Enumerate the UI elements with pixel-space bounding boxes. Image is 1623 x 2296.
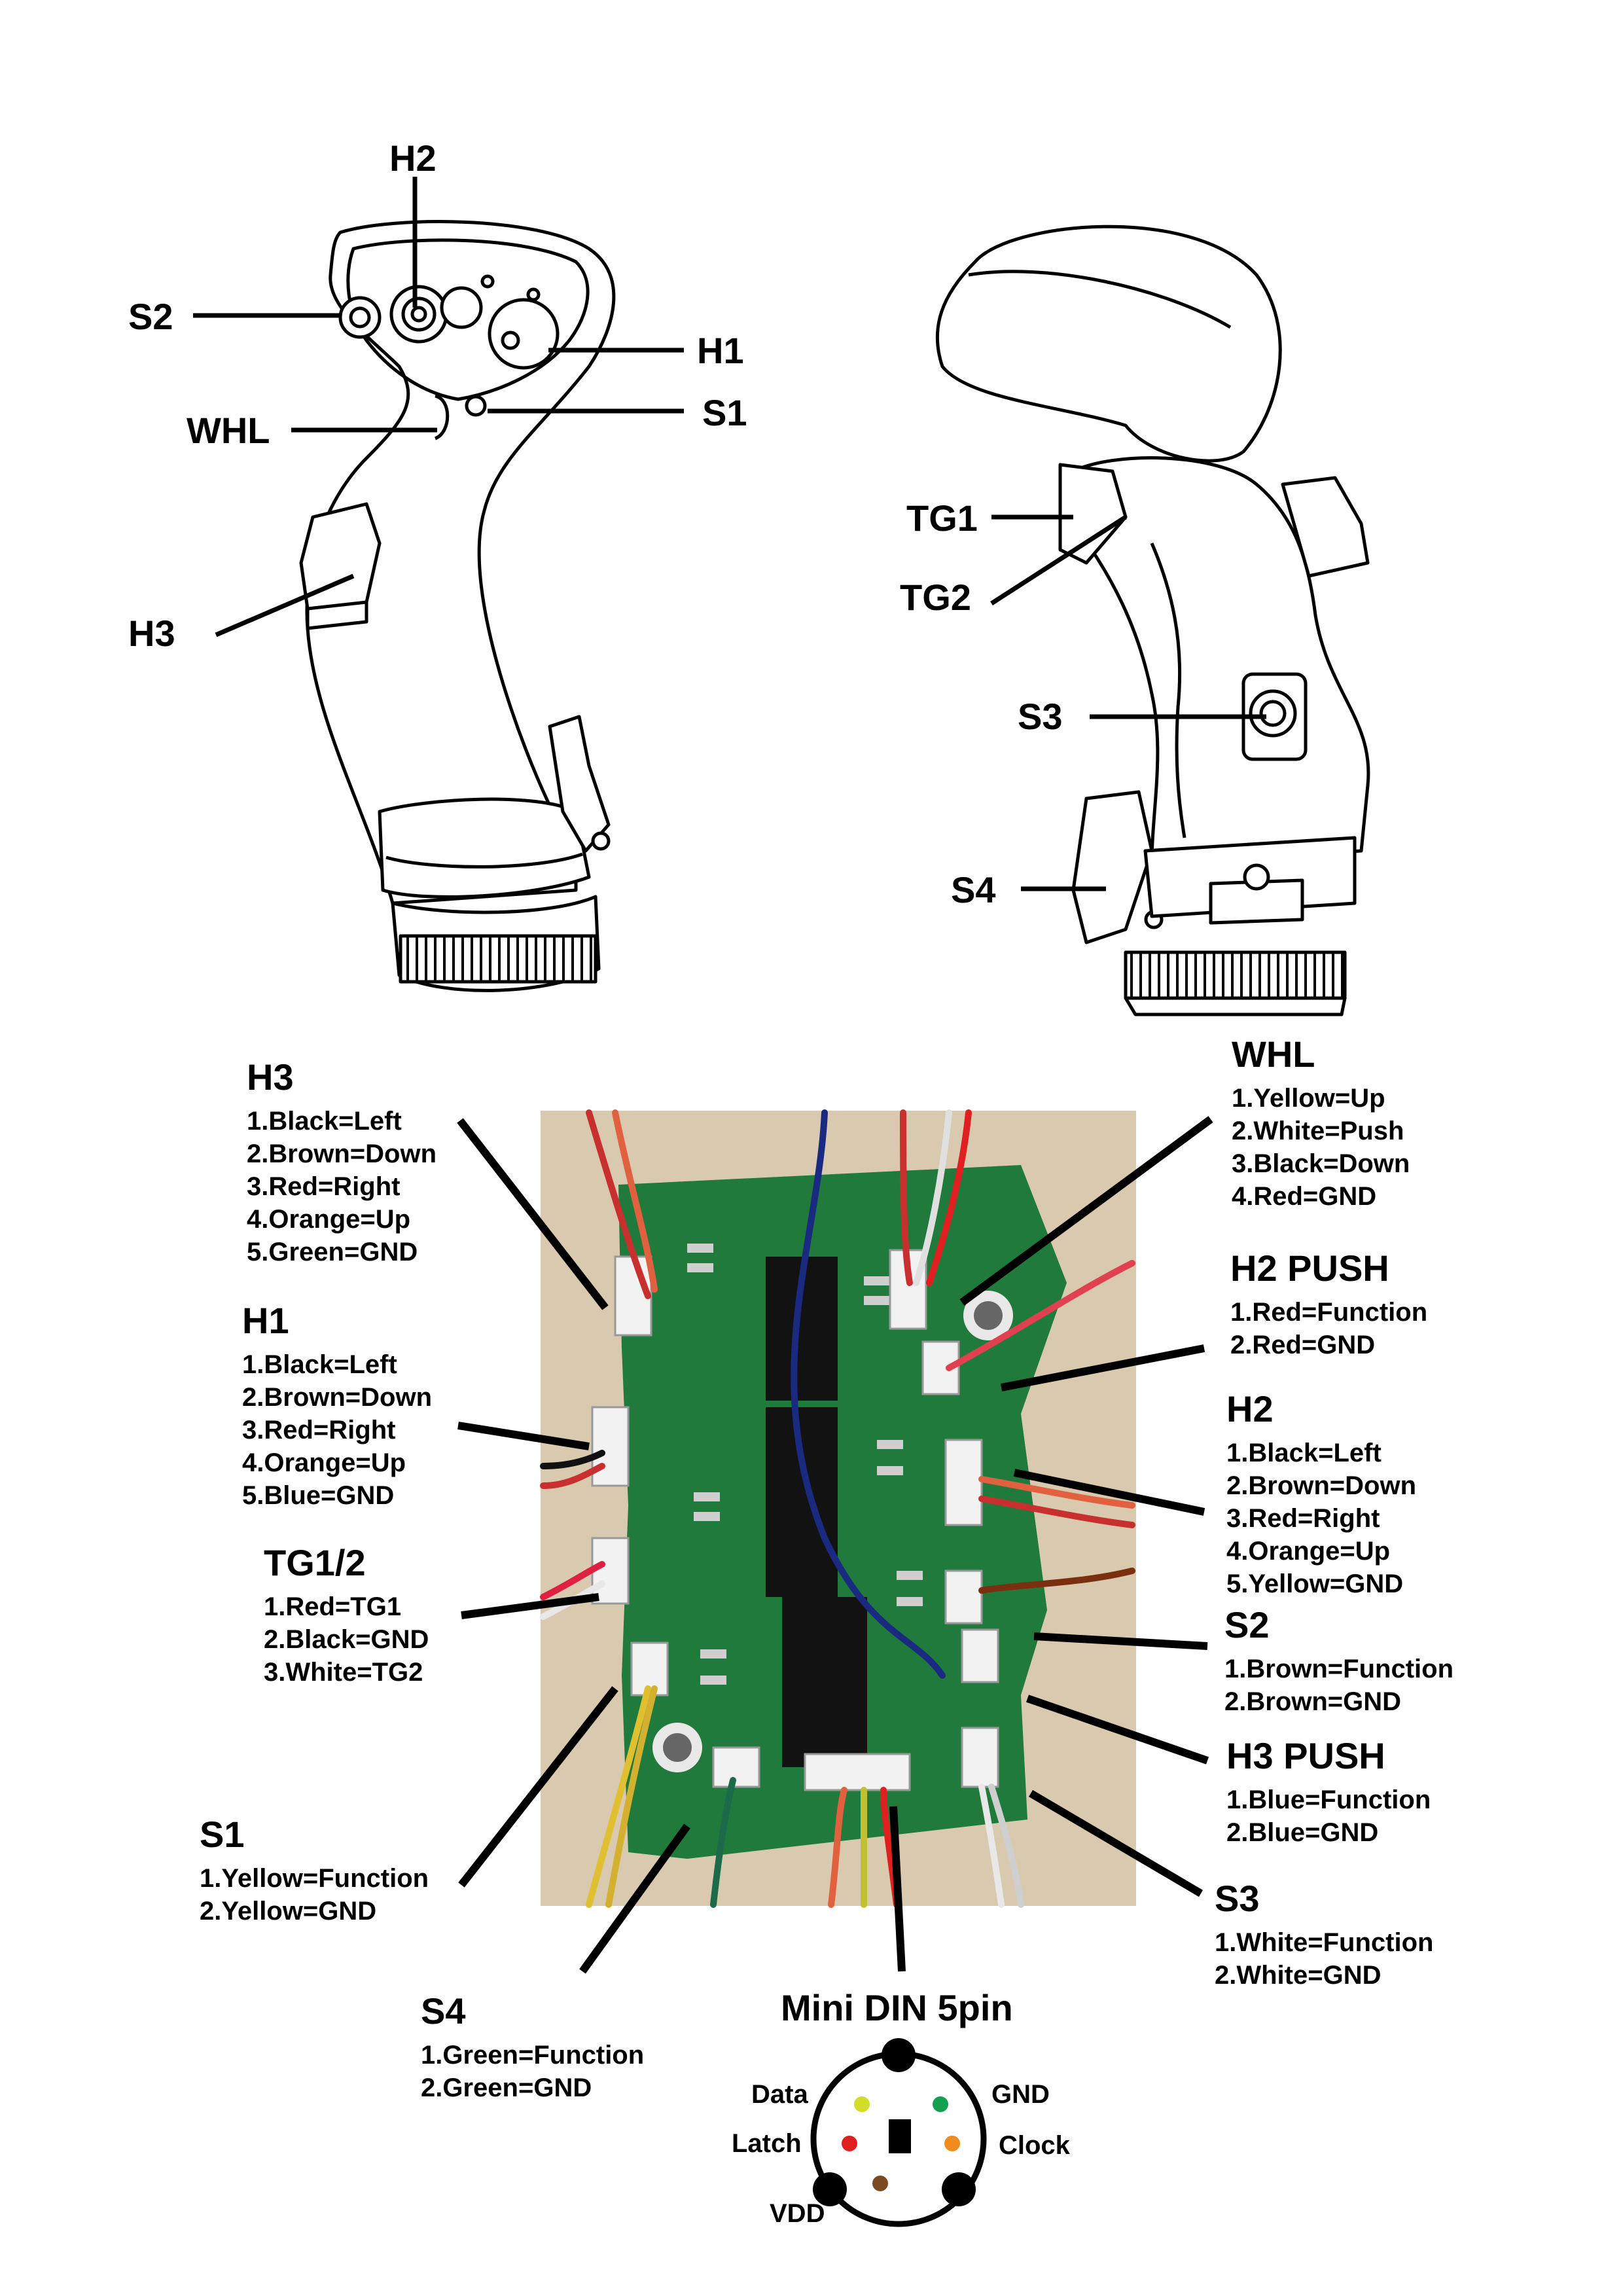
wiring-item: 1.Blue=Function [1226,1785,1431,1814]
pin-data-dot [854,2096,870,2112]
callout-h3: H3 [128,613,175,654]
wiring-item: 2.White=Push [1232,1117,1404,1145]
wiring-item: 2.Brown=Down [247,1139,437,1168]
callout-lines-front [193,177,684,637]
wiring-item: 1.White=Function [1215,1928,1434,1957]
pin-label-gnd: GND [991,2080,1050,2109]
callout-h2: H2 [389,137,437,179]
wiring-item: 1.Yellow=Up [1232,1084,1385,1113]
din-notch-left [813,2172,847,2206]
wiring-group-tg: TG1/2 1.Red=TG1 2.Black=GND 3.White=TG2 [264,1545,429,1689]
wiring-group-title: TG1/2 [264,1542,366,1583]
wiring-group-title: S4 [421,1990,466,2032]
wiring-group-s4: S4 1.Green=Function 2.Green=GND [421,1993,644,2104]
wiring-item: 2.Brown=GND [1224,1687,1402,1716]
wiring-group-h2: H2 1.Black=Left 2.Brown=Down 3.Red=Right… [1226,1391,1416,1600]
wiring-item: 1.Brown=Function [1224,1655,1454,1683]
wiring-group-h2-push: H2 PUSH 1.Red=Function 2.Red=GND [1230,1250,1427,1361]
joystick-front-drawing [299,220,616,992]
wiring-group-title: H3 PUSH [1226,1735,1385,1776]
pcb-photo [540,1109,1136,1908]
wiring-group-title: H2 PUSH [1230,1247,1389,1289]
callout-s4: S4 [951,869,996,910]
wiring-item: 2.Yellow=GND [200,1897,377,1926]
joystick-side-drawing [935,224,1370,1016]
wiring-group-title: S3 [1215,1878,1260,1919]
wiring-item: 4.Orange=Up [247,1205,411,1234]
wiring-item: 2.Blue=GND [1226,1818,1379,1847]
wiring-item: 2.Brown=Down [1226,1471,1417,1500]
wiring-group-h3-push: H3 PUSH 1.Blue=Function 2.Blue=GND [1226,1738,1431,1849]
wiring-item: 3.Red=Right [1226,1504,1380,1533]
wiring-item: 1.Red=TG1 [264,1592,402,1621]
mini-din-title: Mini DIN 5pin [781,1987,1013,2028]
wiring-item: 3.Red=Right [247,1172,401,1201]
callout-s3: S3 [1018,696,1063,737]
wiring-item: 3.Black=Down [1232,1149,1410,1178]
callout-tg1: TG1 [906,497,978,539]
wiring-group-title: S1 [200,1814,245,1855]
wiring-group-s3: S3 1.White=Function 2.White=GND [1215,1880,1433,1992]
pin-gnd-dot [933,2096,948,2112]
wiring-group-title: S2 [1224,1604,1270,1645]
callout-h1: H1 [697,330,744,371]
wiring-item: 2.White=GND [1215,1961,1382,1990]
wiring-item: 5.Green=GND [247,1238,418,1266]
pin-label-data: Data [751,2080,808,2109]
wiring-group-title: WHL [1232,1033,1315,1075]
wiring-group-title: H3 [247,1056,294,1098]
callout-s1: S1 [702,392,747,433]
wiring-group-h1: H1 1.Black=Left 2.Brown=Down 3.Red=Right… [242,1302,432,1512]
wiring-item: 2.Red=GND [1230,1331,1376,1359]
pin-latch-dot [842,2136,857,2151]
din-notch-top [882,2038,916,2072]
wiring-item: 4.Orange=Up [242,1448,406,1477]
wiring-group-s1: S1 1.Yellow=Function 2.Yellow=GND [200,1816,429,1928]
wiring-item: 4.Red=GND [1232,1182,1377,1211]
wiring-group-title: H2 [1226,1388,1274,1429]
wiring-item: 5.Blue=GND [242,1481,395,1510]
wiring-item: 2.Black=GND [264,1625,429,1654]
wiring-item: 3.White=TG2 [264,1658,423,1687]
callout-tg2: TG2 [900,577,971,618]
pin-label-vdd: VDD [770,2199,825,2228]
wiring-item: 2.Green=GND [421,2073,592,2102]
wiring-item: 1.Black=Left [247,1107,402,1136]
callout-s2: S2 [128,296,173,337]
wiring-item: 5.Yellow=GND [1226,1570,1404,1598]
pin-label-clock: Clock [999,2131,1070,2160]
wiring-item: 1.Black=Left [242,1350,397,1379]
callout-whl: WHL [187,410,270,451]
wiring-group-s2: S2 1.Brown=Function 2.Brown=GND [1224,1607,1454,1718]
wiring-group-whl: WHL 1.Yellow=Up 2.White=Push 3.Black=Dow… [1232,1036,1410,1213]
wiring-item: 4.Orange=Up [1226,1537,1391,1566]
wiring-item: 1.Red=Function [1230,1298,1428,1327]
wiring-leader-lines [457,1116,1213,1974]
wiring-item: 1.Yellow=Function [200,1864,429,1893]
pin-vdd-dot [872,2176,888,2191]
pin-clock-dot [944,2136,960,2151]
pin-label-latch: Latch [732,2129,802,2158]
wiring-item: 3.Red=Right [242,1416,396,1444]
din-notch-right [942,2172,976,2206]
callout-lines-side [990,514,1266,891]
din-key [889,2119,911,2153]
wiring-item: 2.Brown=Down [242,1383,433,1412]
wiring-item: 1.Black=Left [1226,1439,1382,1467]
wiring-group-title: H1 [242,1300,289,1341]
wiring-group-h3: H3 1.Black=Left 2.Brown=Down 3.Red=Right… [247,1059,437,1268]
mini-din-connector [810,2038,987,2227]
wiring-item: 1.Green=Function [421,2041,645,2070]
